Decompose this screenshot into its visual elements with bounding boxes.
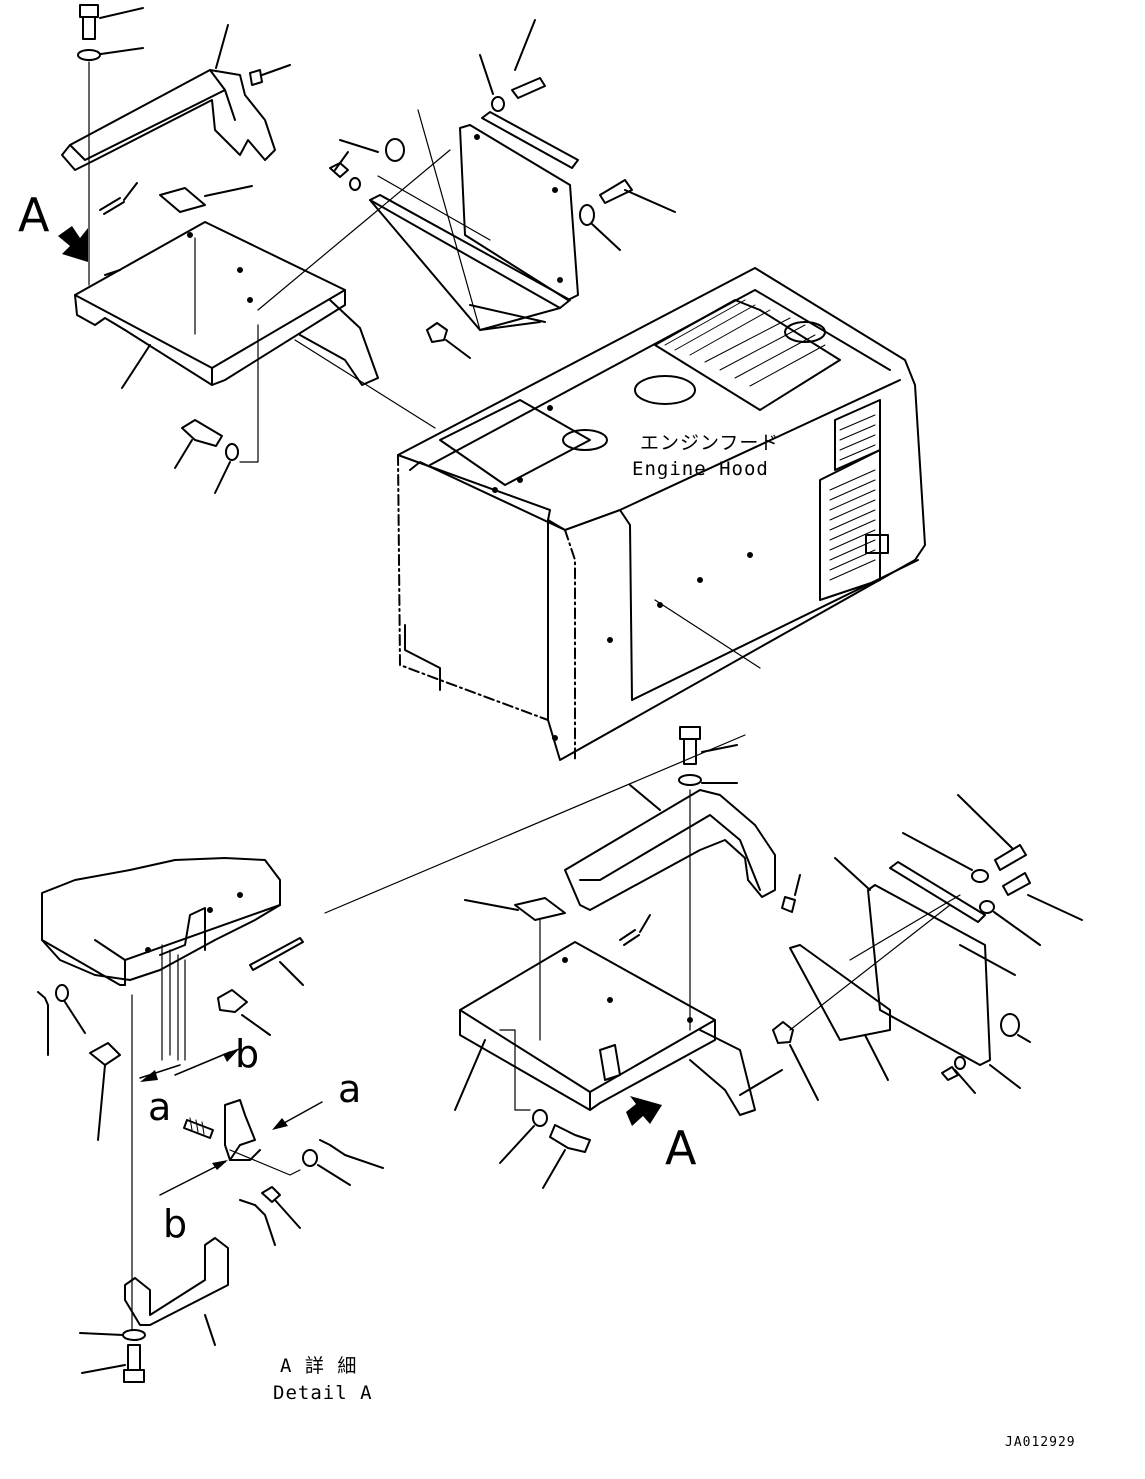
lower-left-bolt [174, 419, 223, 469]
engine-hood-label-en: Engine Hood [632, 458, 769, 480]
engine-hood [397, 267, 926, 761]
upper-clip [249, 64, 291, 86]
upper-pin [99, 182, 138, 215]
upper-leader-line [239, 324, 259, 463]
arrow-label-b-bottom: b [163, 1202, 188, 1246]
right-decal [464, 897, 566, 1041]
view-a-label-bottom: A [665, 1121, 697, 1175]
right-washer-top [678, 774, 738, 786]
detail-nut [239, 1186, 301, 1246]
engine-hood-label-jp: エンジンフード [640, 432, 780, 454]
detail-bolt-1 [217, 989, 271, 1036]
right-clip [781, 874, 801, 913]
arrow-label-a-right: a [338, 1067, 362, 1111]
hood-leader-line [654, 599, 761, 669]
right-pin [619, 914, 651, 946]
arrow-label-a-left: a [148, 1085, 172, 1129]
lower-assembly-chain-line [324, 734, 746, 914]
right-bolt-top [679, 726, 738, 765]
view-a-label-top: A [18, 188, 50, 242]
detail-clip [224, 1099, 261, 1161]
detail-washer-right [302, 1139, 384, 1186]
upper-washer [77, 47, 144, 61]
upper-assembly-chain-line [294, 339, 436, 429]
detail-bolt-bottom [81, 1344, 145, 1383]
right-panel [834, 857, 991, 1066]
upper-strip [481, 111, 579, 169]
detail-u-bracket [124, 1237, 229, 1346]
detail-long-pin [249, 937, 304, 986]
view-arrow-bottom [626, 1096, 662, 1126]
upper-panel-washer-1 [479, 54, 505, 112]
detail-bolt-2 [89, 1042, 121, 1141]
upper-step-plate [74, 221, 379, 389]
detail-washer-left [37, 984, 86, 1056]
detail-screw [183, 1117, 214, 1139]
arrow-a-left-head [140, 1070, 158, 1082]
drawing-code: JA012929 [1005, 1435, 1076, 1450]
right-panel-washer-1 [902, 832, 989, 883]
upper-panel-washer-2 [579, 204, 621, 251]
right-nut-pair [941, 1056, 1021, 1094]
right-bolt-bottom [542, 1124, 591, 1189]
arrow-b-top-head [223, 1048, 240, 1062]
detail-label-en: Detail A [273, 1382, 373, 1404]
upper-cover-plate [369, 109, 571, 331]
upper-nut-pair [329, 151, 361, 191]
upper-panel-bolt-1 [511, 19, 546, 99]
right-nut [772, 1021, 819, 1101]
lower-left-washer [214, 443, 239, 494]
detail-step-body [41, 857, 281, 986]
right-bracket [564, 784, 776, 911]
arrow-a-right-head [272, 1118, 288, 1130]
arrow-b-bottom-head [212, 1160, 228, 1170]
right-panel-washer-2 [979, 900, 1041, 946]
right-strip [889, 861, 986, 923]
upper-panel-chain-line [257, 149, 451, 311]
upper-panel-bolt-2 [599, 179, 676, 213]
upper-decal [159, 185, 253, 213]
right-panel-bolt-1 [957, 794, 1027, 871]
view-arrow-top [58, 226, 88, 262]
right-panel-bolt-2 [1002, 872, 1083, 921]
right-step-plate [454, 941, 783, 1116]
detail-label-jp: A 詳 細 [280, 1355, 358, 1377]
upper-panel [459, 124, 579, 301]
right-cap [1000, 1013, 1031, 1043]
right-cover-plate [789, 944, 891, 1081]
detail-washer-bottom [79, 1329, 146, 1341]
upper-nut [426, 322, 471, 359]
right-washer-bottom [499, 1109, 548, 1164]
upper-bracket [61, 24, 276, 171]
upper-cap [339, 138, 405, 162]
upper-bolt [79, 4, 144, 40]
arrow-label-b-top: b [235, 1032, 260, 1076]
